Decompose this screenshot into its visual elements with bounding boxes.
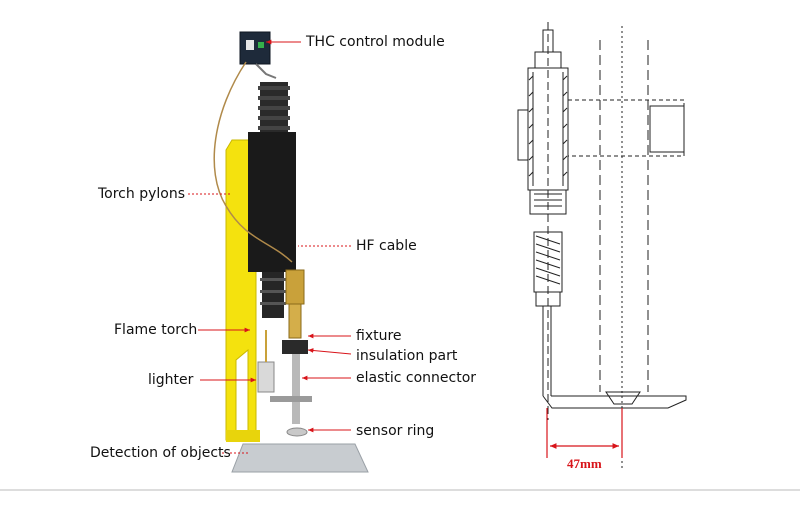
flame-torch-body bbox=[270, 269, 312, 437]
label-fixture: fixture bbox=[356, 328, 402, 344]
dimension-label: 47mm bbox=[567, 456, 602, 471]
bellows bbox=[258, 82, 290, 132]
label-flame-torch: Flame torch bbox=[114, 322, 198, 338]
leader-insulation bbox=[307, 348, 352, 355]
spring bbox=[535, 235, 561, 285]
lighter-part bbox=[257, 330, 275, 393]
dimension-47mm bbox=[546, 408, 623, 458]
label-torch-pylons: Torch pylons bbox=[98, 186, 186, 202]
label-lighter: lighter bbox=[148, 372, 194, 388]
pylon-base bbox=[226, 430, 260, 442]
machine-illustration bbox=[213, 31, 369, 473]
label-elastic-connector: elastic connector bbox=[356, 370, 477, 386]
label-sensor-ring: sensor ring bbox=[356, 423, 435, 439]
hf-cable-wire bbox=[213, 61, 293, 263]
lifter-cylinder bbox=[248, 132, 296, 272]
lower-bellows bbox=[260, 272, 286, 318]
technical-drawing bbox=[517, 22, 687, 470]
label-insulation-part: insulation part bbox=[356, 348, 458, 364]
leader-lines bbox=[188, 39, 352, 454]
detection-plate bbox=[231, 443, 369, 473]
label-hf-cable: HF cable bbox=[356, 238, 417, 254]
label-thc-control-module: THC control module bbox=[306, 34, 445, 50]
thc-module-box bbox=[239, 31, 271, 65]
label-detection-of-objects: Detection of objects bbox=[90, 445, 231, 461]
